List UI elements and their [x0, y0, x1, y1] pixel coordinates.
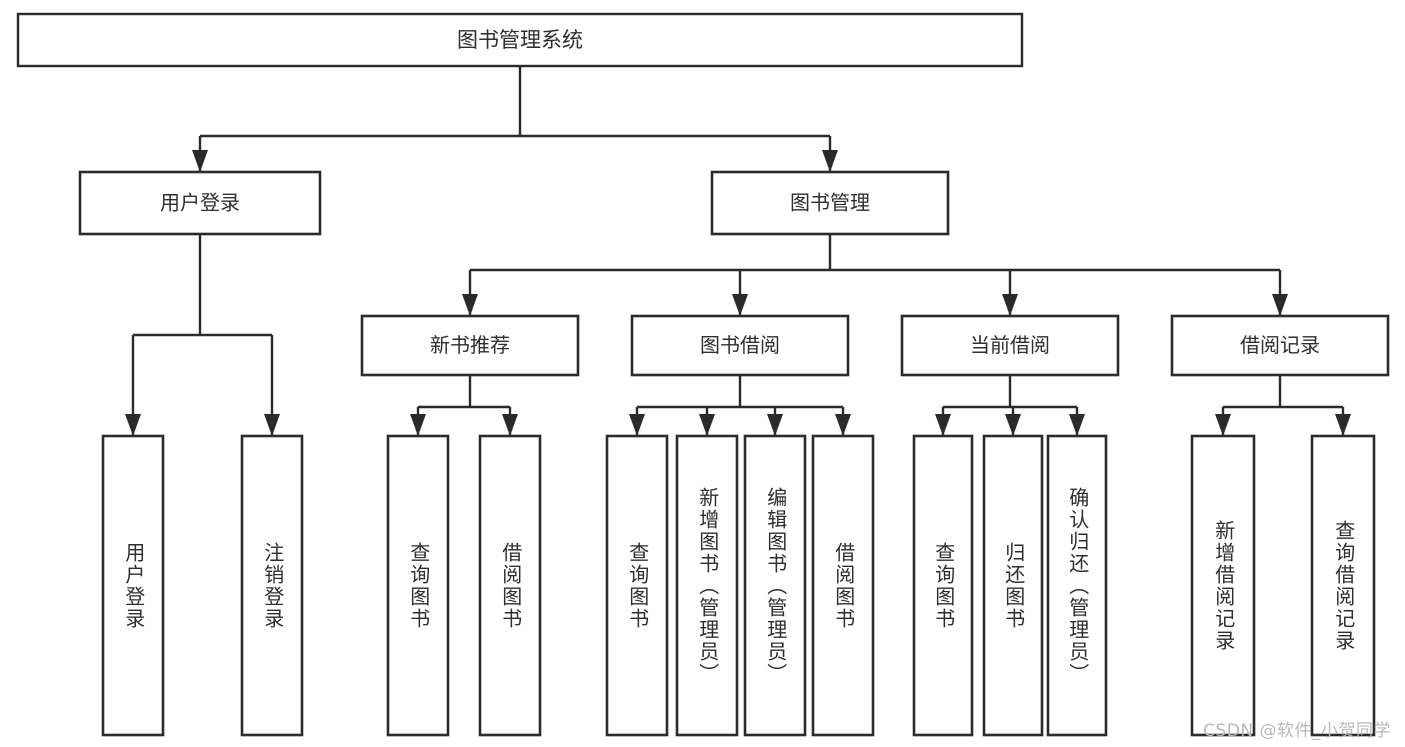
node-box-add-borrow-record[interactable]	[1190, 434, 1256, 737]
box-layer	[16, 12, 1390, 737]
node-box-borrow-records[interactable]	[1170, 314, 1390, 377]
node-label-user-login: 用户登录	[160, 191, 240, 215]
node-box-user-login-do[interactable]	[101, 434, 165, 737]
arrow-head-icon-query-borrow-record	[1335, 414, 1351, 436]
node-box-query-book-2[interactable]	[605, 434, 669, 737]
arrow-head-icon-book-borrow	[732, 294, 748, 316]
watermark-text: CSDN @软件_小贺同学	[1203, 721, 1391, 741]
node-label-book-management: 图书管理	[790, 191, 870, 215]
arrow-head-icon-query-book-1	[410, 414, 426, 436]
arrow-head-icon-edit-book-admin	[767, 414, 783, 436]
arrow-head-icon-return-book	[1005, 414, 1021, 436]
node-box-borrow-book-2[interactable]	[811, 434, 875, 737]
node-box-user-logout[interactable]	[240, 434, 304, 737]
arrow-head-icon-user-logout	[264, 414, 280, 436]
node-box-confirm-return-admin[interactable]	[1046, 434, 1108, 737]
arrow-head-icon-borrow-records	[1272, 294, 1288, 316]
arrow-head-icon-confirm-return-admin	[1069, 414, 1085, 436]
node-box-query-book-1[interactable]	[386, 434, 450, 737]
node-box-query-borrow-record[interactable]	[1310, 434, 1376, 737]
node-box-root[interactable]	[16, 12, 1024, 68]
node-label-current-borrow: 当前借阅	[970, 333, 1050, 357]
node-box-borrow-book-1[interactable]	[478, 434, 542, 737]
node-box-current-borrow[interactable]	[900, 314, 1120, 377]
node-label-borrow-records: 借阅记录	[1240, 333, 1320, 357]
node-label-book-borrow: 图书借阅	[700, 333, 780, 357]
node-box-user-login[interactable]	[78, 170, 322, 236]
arrow-head-icon-user-login-do	[125, 414, 141, 436]
arrow-head-icon-current-borrow	[1002, 294, 1018, 316]
node-box-add-book-admin[interactable]	[675, 434, 739, 737]
node-box-return-book[interactable]	[982, 434, 1044, 737]
arrow-head-icon-user-login	[192, 150, 208, 172]
node-box-query-book-3[interactable]	[912, 434, 974, 737]
node-box-new-book-recommend[interactable]	[360, 314, 580, 377]
arrow-head-icon-query-book-3	[935, 414, 951, 436]
arrow-head-icon-borrow-book-2	[835, 414, 851, 436]
node-label-root: 图书管理系统	[457, 28, 583, 52]
arrow-head-icon-query-book-2	[629, 414, 645, 436]
connector-layer	[125, 66, 1351, 436]
arrow-head-icon-new-book-recommend	[462, 294, 478, 316]
node-box-book-management[interactable]	[710, 170, 950, 236]
node-box-edit-book-admin[interactable]	[743, 434, 807, 737]
arrow-head-icon-add-book-admin	[699, 414, 715, 436]
arrow-head-icon-add-borrow-record	[1215, 414, 1231, 436]
node-box-book-borrow[interactable]	[630, 314, 850, 377]
arrow-head-icon-borrow-book-1	[502, 414, 518, 436]
node-label-new-book-recommend: 新书推荐	[430, 333, 510, 357]
arrow-head-icon-book-management	[822, 150, 838, 172]
